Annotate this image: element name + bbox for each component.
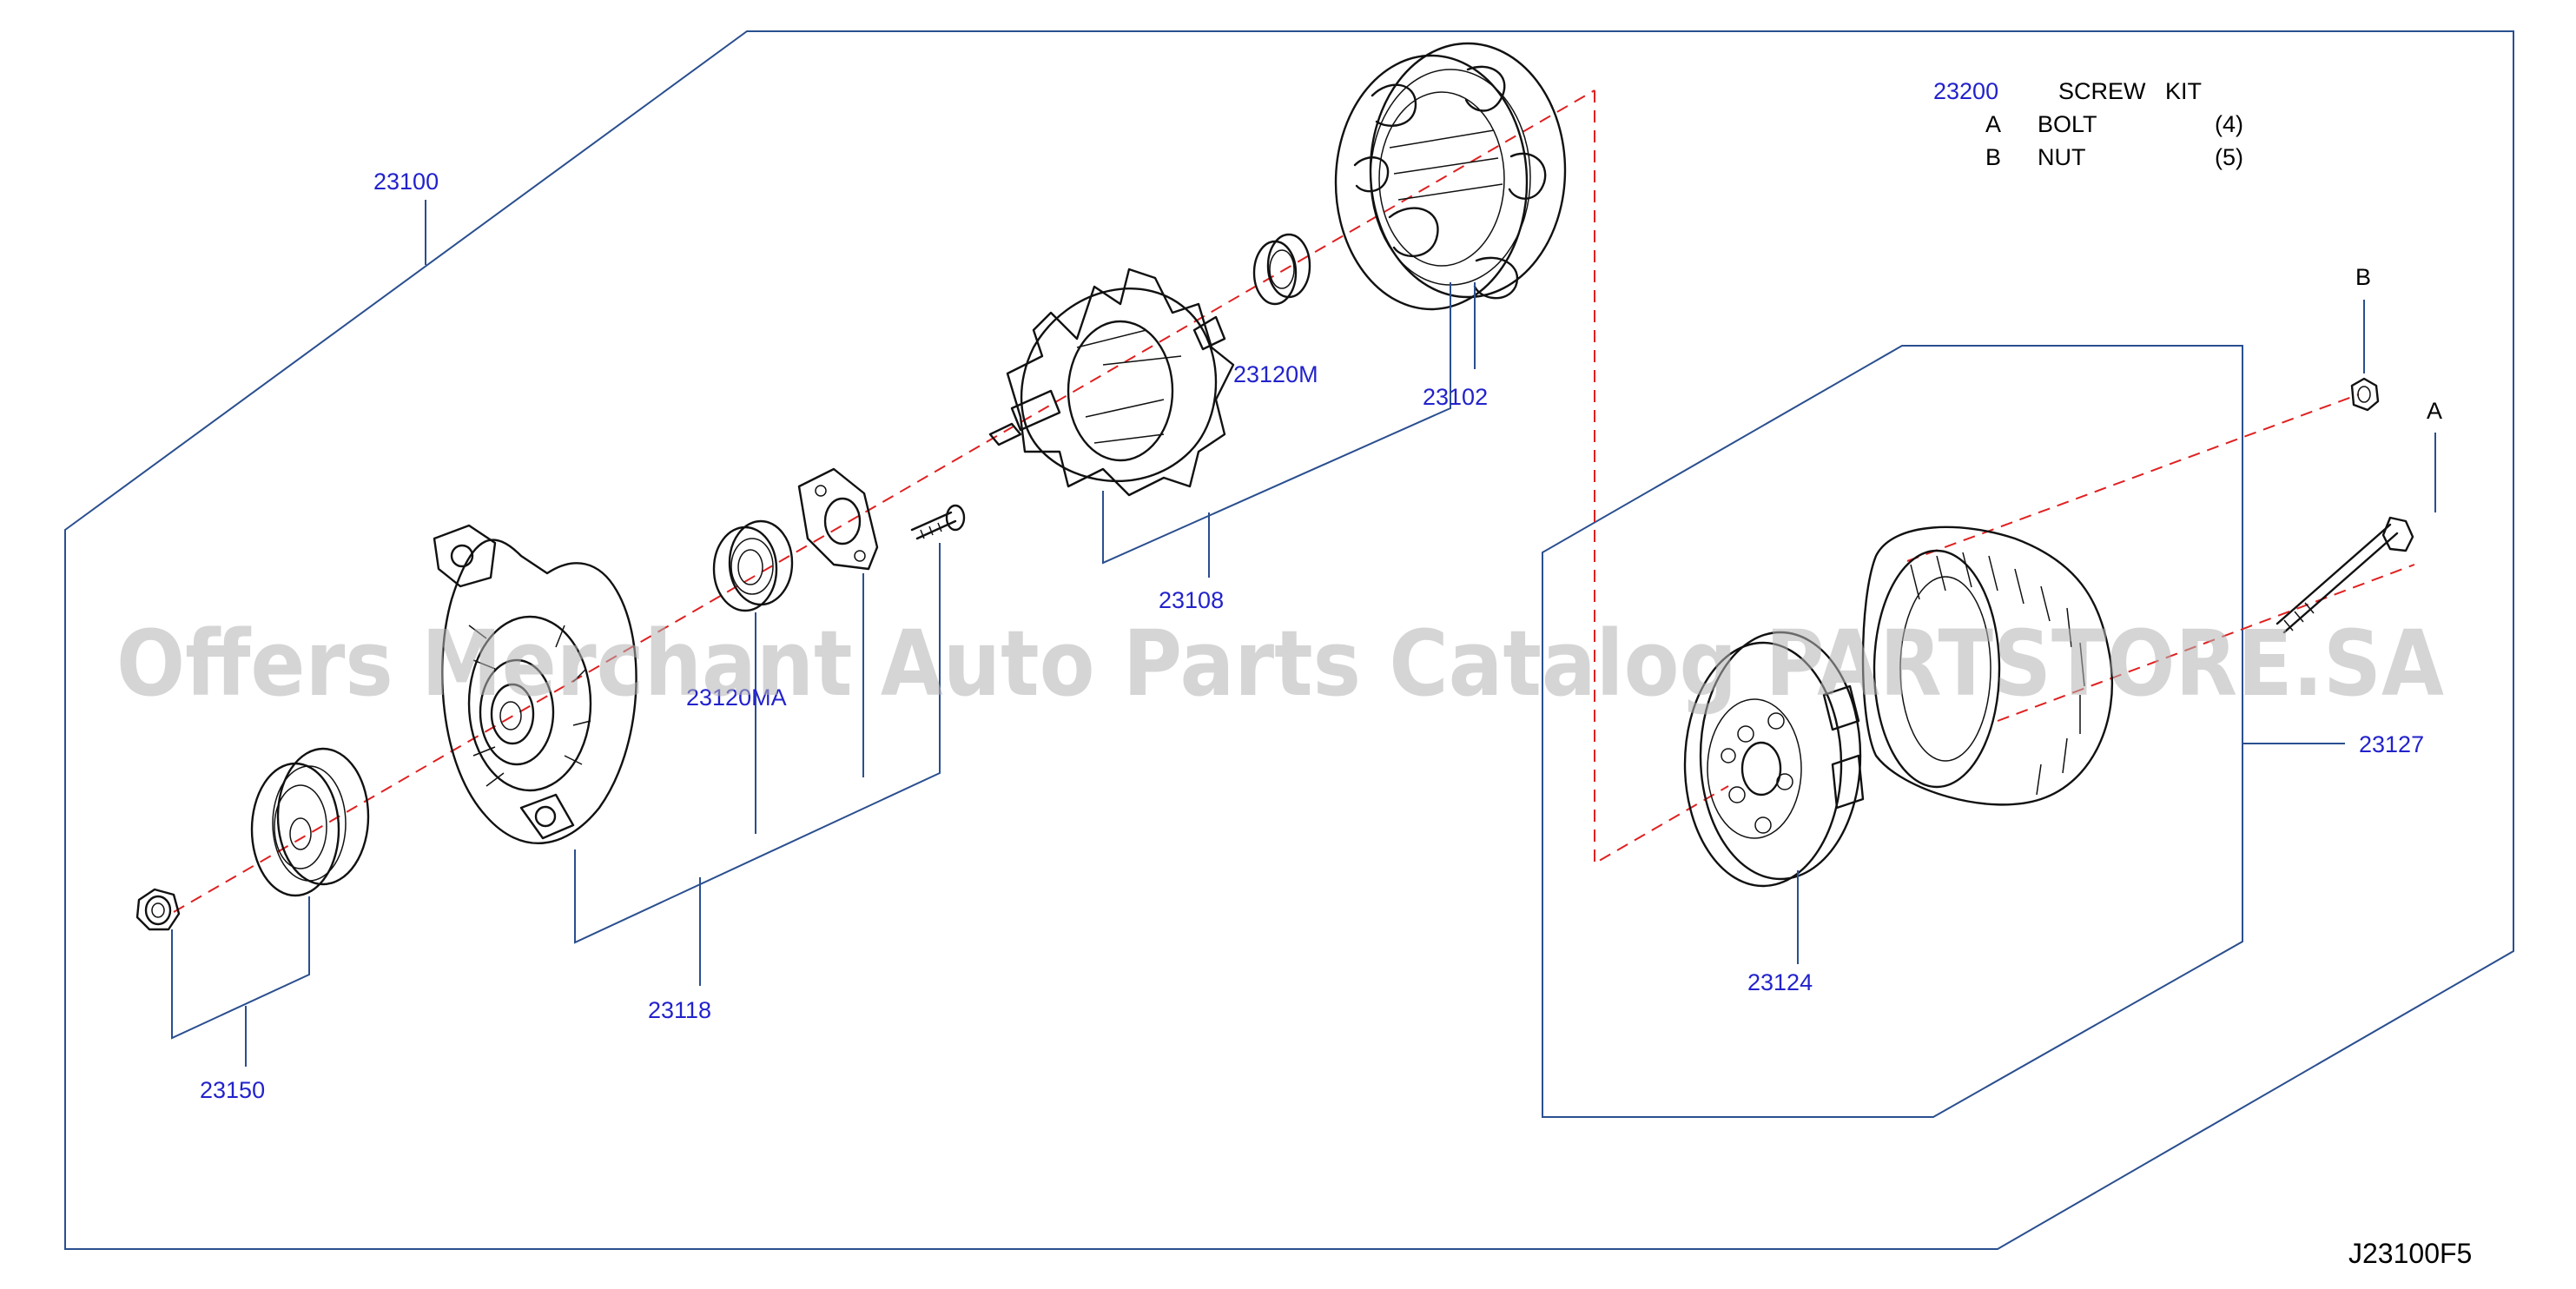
watermark-text: Offers Merchant Auto Parts Catalog PARTS… xyxy=(116,611,2444,717)
label-23102[interactable]: 23102 xyxy=(1423,384,1488,410)
front-housing-drawing xyxy=(433,524,637,844)
screw-kit-row-letter: B xyxy=(1985,144,2001,170)
label-23120ma[interactable]: 23120MA xyxy=(686,684,787,711)
rear-cover-drawing xyxy=(1861,526,2114,806)
rotor-drawing xyxy=(988,268,1235,497)
label-23108[interactable]: 23108 xyxy=(1159,587,1224,613)
stator-drawing xyxy=(1334,42,1567,311)
rear-nut-drawing xyxy=(2350,377,2380,412)
label-23127[interactable]: 23127 xyxy=(2359,731,2424,757)
screw-kit-row-qty: (4) xyxy=(2215,111,2243,137)
pulley-drawing xyxy=(250,747,370,897)
leader-lines xyxy=(171,200,2436,1067)
rear-cover-frame xyxy=(1542,345,2243,1118)
drawing-code: J23100F5 xyxy=(2348,1238,2472,1269)
center-axis-lines xyxy=(173,89,2415,913)
rear-bearing-drawing xyxy=(1252,233,1311,306)
label-23150[interactable]: 23150 xyxy=(200,1077,265,1103)
screw-kit-row-name: BOLT xyxy=(2038,111,2097,137)
screw-kit-row-qty: (5) xyxy=(2215,144,2243,170)
screw-kit-row-letter: A xyxy=(1985,111,2001,137)
hardware-letter-a: A xyxy=(2427,398,2442,424)
label-23120m[interactable]: 23120M xyxy=(1233,361,1318,387)
screw-kit-row-name: NUT xyxy=(2038,144,2086,170)
label-23118[interactable]: 23118 xyxy=(648,997,711,1023)
bolt-drawing xyxy=(2275,516,2414,634)
hardware-letter-b: B xyxy=(2355,264,2371,290)
label-23124[interactable]: 23124 xyxy=(1747,969,1813,995)
regulator-drawing xyxy=(1683,631,1865,888)
screw-kit-title: SCREW KIT xyxy=(2058,78,2202,104)
retainer-plate-drawing xyxy=(797,467,879,571)
screw-kit-part-number[interactable]: 23200 xyxy=(1933,78,1998,104)
front-bearing-drawing xyxy=(712,519,794,612)
assembly-frame xyxy=(64,30,2514,1250)
label-23100[interactable]: 23100 xyxy=(373,169,439,195)
screw-kit-table: 23200 SCREW KIT A BOLT (4) B NUT (5) xyxy=(1933,78,2243,170)
screw-drawing xyxy=(910,504,966,540)
front-nut-drawing xyxy=(135,888,181,931)
